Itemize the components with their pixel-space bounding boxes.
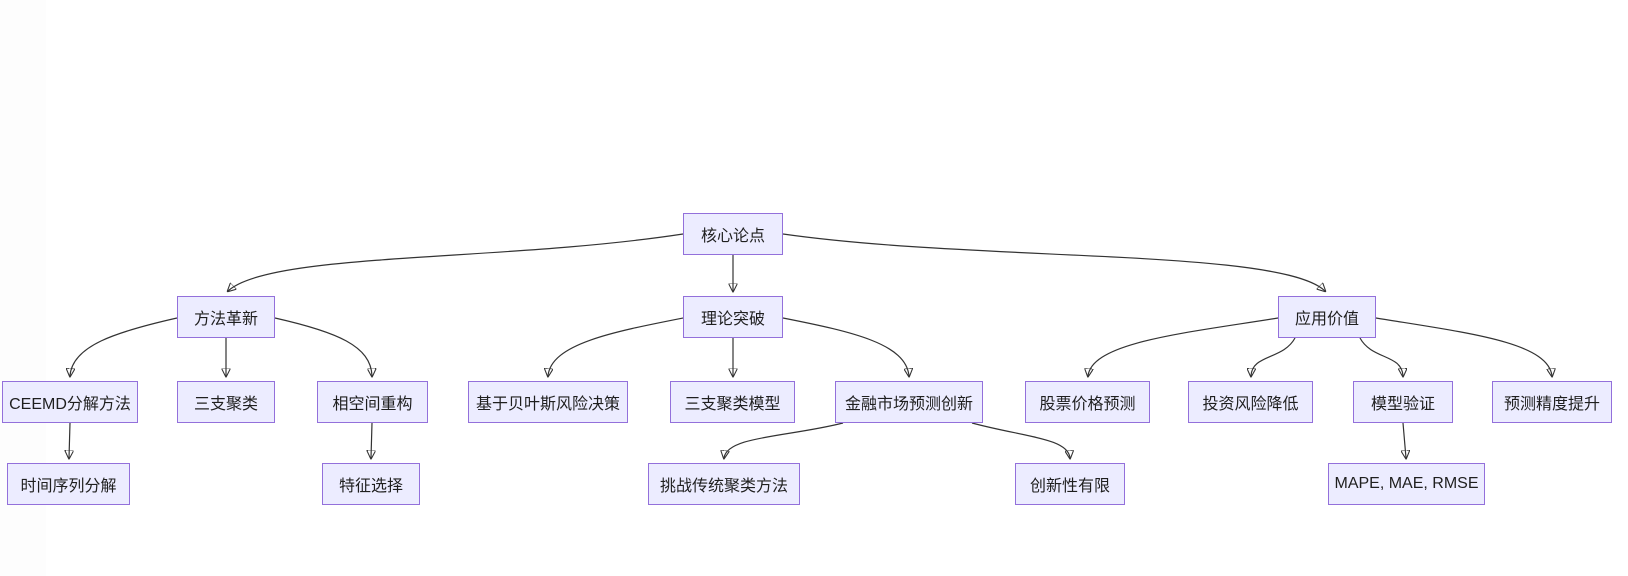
node-three-way-clustering: 三支聚类	[177, 381, 275, 423]
node-model-validation: 模型验证	[1353, 381, 1453, 423]
edge-core-to-method	[228, 233, 684, 291]
node-challenge-traditional-clustering: 挑战传统聚类方法	[648, 463, 800, 505]
node-application-value: 应用价值	[1278, 296, 1376, 338]
node-financial-market-forecast-innovation: 金融市场预测创新	[835, 381, 983, 423]
node-theory-breakthrough: 理论突破	[683, 296, 783, 338]
edge-application-to-invest	[1251, 337, 1296, 376]
edge-phase-to-feature	[371, 422, 372, 458]
edge-application-to-accuracy	[1375, 317, 1552, 376]
node-investment-risk-reduction: 投资风险降低	[1188, 381, 1313, 423]
edge-method-to-ceemd	[70, 317, 178, 376]
node-method-innovation: 方法革新	[177, 296, 275, 338]
node-ceemd-decomposition: CEEMD分解方法	[2, 381, 138, 423]
edge-core-to-application	[782, 233, 1325, 291]
edge-finmarket-to-novelty	[971, 422, 1070, 458]
node-limited-novelty: 创新性有限	[1015, 463, 1125, 505]
node-three-way-clustering-model: 三支聚类模型	[670, 381, 795, 423]
edge-finmarket-to-challenge	[724, 422, 844, 458]
edge-theory-to-bayes	[548, 317, 684, 376]
node-core-thesis: 核心论点	[683, 213, 783, 255]
edge-application-to-stock	[1088, 317, 1279, 376]
node-phase-space-reconstruction: 相空间重构	[317, 381, 428, 423]
edge-modelval-to-mape	[1403, 422, 1406, 458]
node-time-series-decomposition: 时间序列分解	[7, 463, 130, 505]
edge-application-to-modelval	[1359, 337, 1403, 376]
edge-method-to-phase	[274, 317, 372, 376]
node-feature-selection: 特征选择	[322, 463, 420, 505]
node-mape-mae-rmse: MAPE, MAE, RMSE	[1328, 463, 1485, 505]
edge-theory-to-finmarket	[782, 317, 909, 376]
node-stock-price-prediction: 股票价格预测	[1025, 381, 1150, 423]
edge-ceemd-to-timeseries	[69, 422, 70, 458]
node-forecast-accuracy-improvement: 预测精度提升	[1492, 381, 1612, 423]
node-bayesian-risk-decision: 基于贝叶斯风险决策	[468, 381, 628, 423]
